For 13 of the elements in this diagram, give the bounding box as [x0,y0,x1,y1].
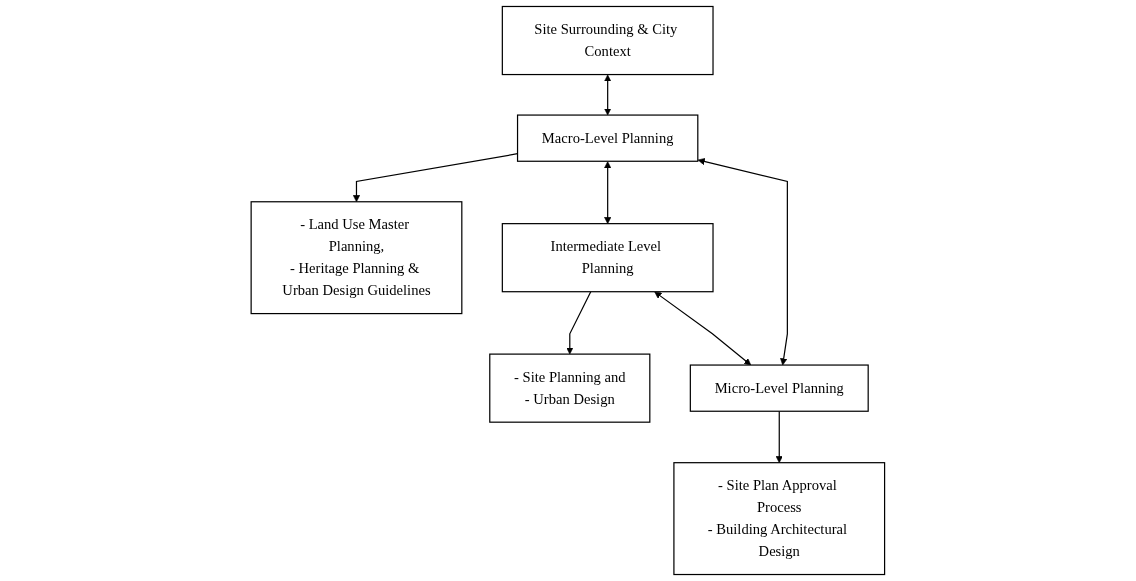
node-box: Micro-Level Planning [689,364,869,412]
node-box: Site Surrounding & City Context [501,5,714,76]
node-box: Intermediate Level Planning [501,223,714,293]
node-box: Macro-Level Planning [517,114,699,162]
arrow [654,291,752,366]
node-box: - Land Use Master Planning, - Heritage Planning & Urban Design Guidelines [250,201,463,315]
arrow [604,74,612,116]
arrow [566,291,592,355]
arrow [775,410,783,463]
node-box: - Site Planning and - Urban Design [489,353,651,423]
arrow [604,161,612,224]
node-box: - Site Plan Approval Process - Building Architectural Design [673,462,886,576]
arrow [697,158,789,366]
